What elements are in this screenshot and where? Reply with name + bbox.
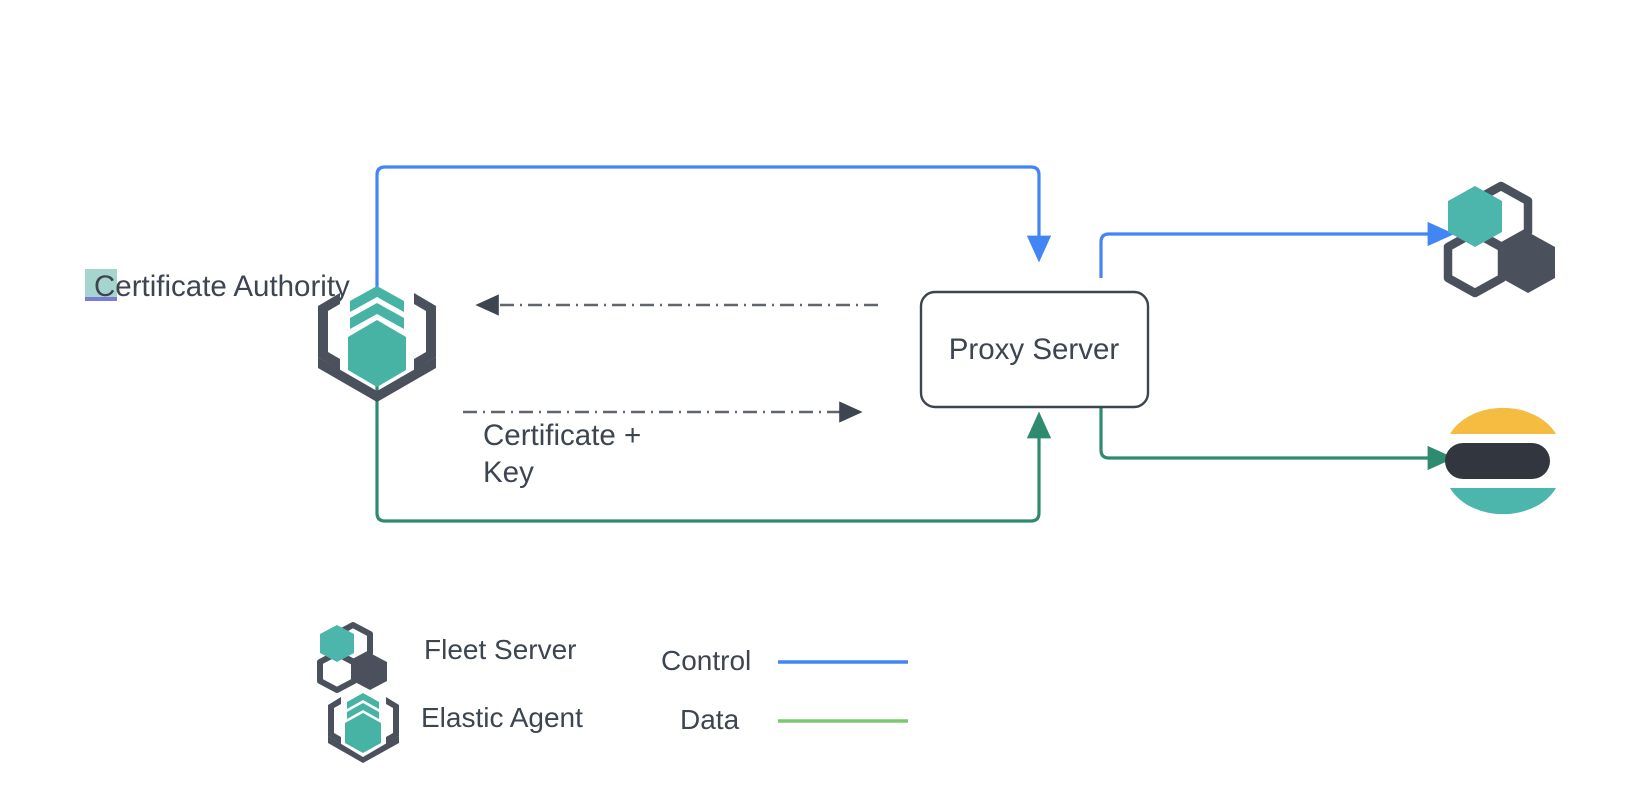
- legend-item-data: Data: [680, 704, 908, 735]
- legend-label-elastic-agent: Elastic Agent: [421, 702, 583, 733]
- edge-label-certificate-key: Certificate + Key: [483, 419, 641, 489]
- edge-control-proxy-to-fleet: [1099, 221, 1455, 278]
- edge-data-proxy-to-elasticsearch: [1099, 400, 1455, 471]
- elastic-agent-icon: [318, 286, 436, 402]
- edge-control-agent-to-proxy: [375, 165, 1052, 290]
- fleet-server-icon: [317, 622, 387, 693]
- certificate-authority-underline: [85, 297, 117, 301]
- node-certificate-authority[interactable]: Certificate Authority: [85, 269, 436, 402]
- legend-label-control: Control: [661, 645, 751, 676]
- legend-item-fleet-server: Fleet Server: [317, 622, 577, 693]
- proxy-server-box: [919, 290, 1150, 409]
- fleet-server-icon[interactable]: [1443, 181, 1555, 298]
- certificate-key-line2: Key: [483, 456, 534, 489]
- legend-label-data: Data: [680, 704, 740, 735]
- proxy-server-label: Proxy Server: [949, 333, 1120, 366]
- edge-data-agent-to-proxy: [375, 380, 1052, 523]
- node-proxy-server[interactable]: Proxy Server: [919, 290, 1150, 409]
- certificate-key-line1: Certificate +: [483, 419, 641, 452]
- legend: Fleet Server Elastic Agent Control: [317, 622, 908, 763]
- legend-label-fleet-server: Fleet Server: [424, 634, 577, 665]
- elasticsearch-icon[interactable]: [1445, 407, 1556, 515]
- legend-item-control: Control: [661, 645, 908, 676]
- elastic-agent-icon: [328, 693, 399, 763]
- certificate-authority-highlight: [85, 269, 117, 301]
- legend-item-elastic-agent: Elastic Agent: [328, 693, 583, 763]
- certificate-authority-label: Certificate Authority: [94, 270, 350, 303]
